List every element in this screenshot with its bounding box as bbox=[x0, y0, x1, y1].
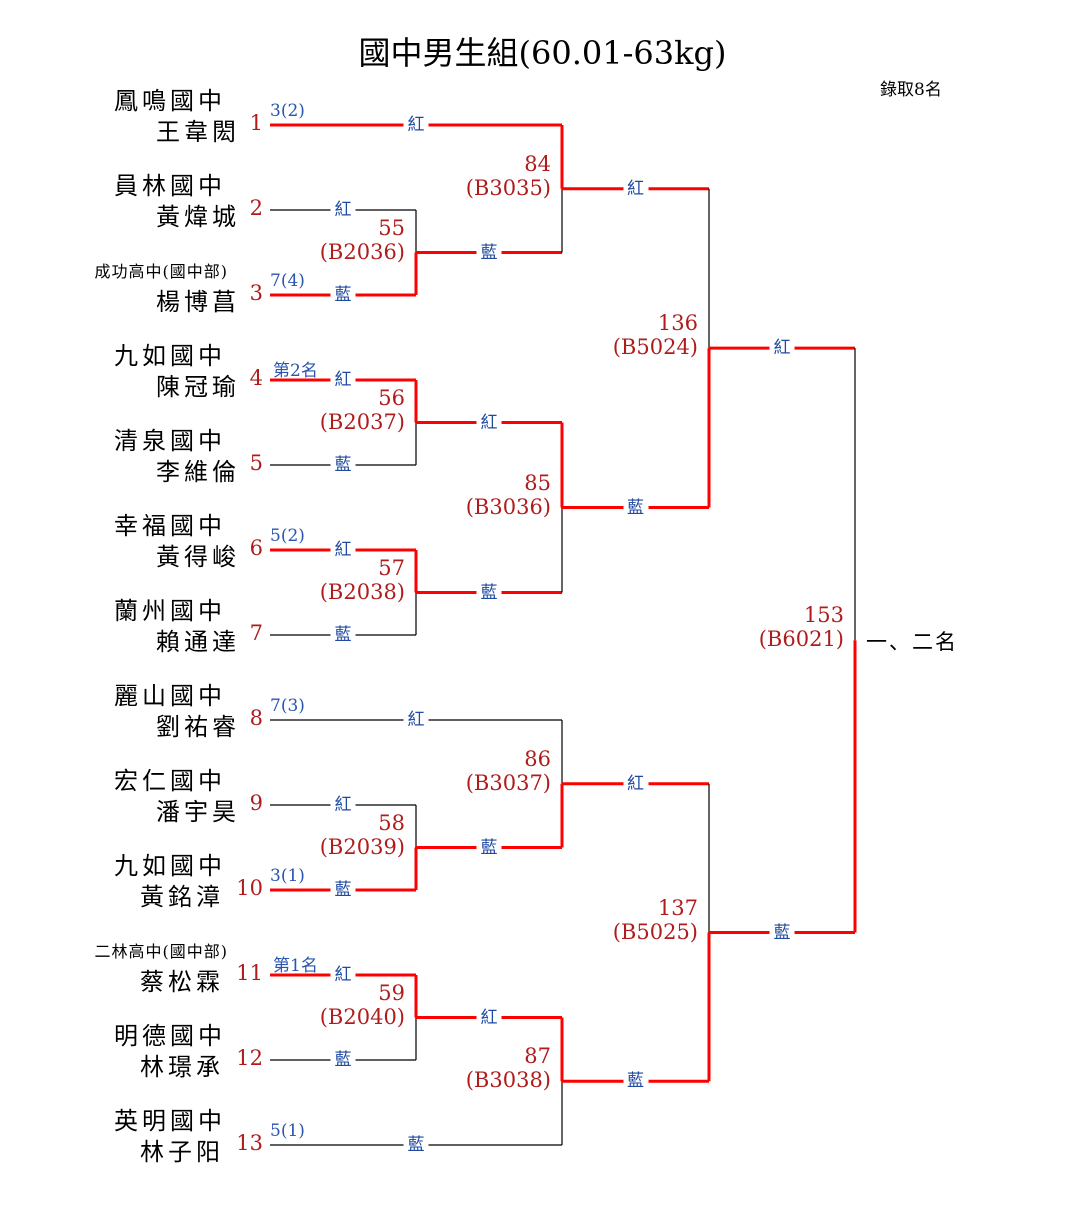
player-number: 2 bbox=[249, 196, 263, 220]
match-code: (B2038) bbox=[319, 579, 405, 604]
player-number: 7 bbox=[249, 621, 263, 645]
red-corner-label: 紅 bbox=[623, 179, 648, 198]
blue-corner-label: 藍 bbox=[330, 881, 356, 899]
blue-corner-label: 藍 bbox=[330, 456, 356, 474]
match-number: 85 bbox=[524, 470, 551, 495]
blue-corner-label: 藍 bbox=[330, 626, 356, 644]
match-number: 153 bbox=[803, 603, 844, 628]
player-name: 王韋閎 bbox=[156, 118, 240, 146]
player-number: 1 bbox=[249, 111, 263, 135]
match-code: (B3035) bbox=[465, 175, 551, 200]
player-school: 明德國中 bbox=[114, 1022, 226, 1050]
red-corner-label: 紅 bbox=[769, 339, 795, 358]
player-name: 楊博菖 bbox=[156, 288, 240, 316]
match-code: (B3037) bbox=[465, 770, 551, 795]
player-name: 陳冠瑜 bbox=[156, 373, 240, 401]
match-number: 55 bbox=[378, 215, 405, 240]
player-school: 員林國中 bbox=[114, 172, 226, 200]
seed-label: 3(2) bbox=[270, 101, 305, 121]
player-number: 3 bbox=[249, 281, 263, 305]
match-code: (B5025) bbox=[612, 919, 698, 944]
match-number: 59 bbox=[378, 980, 405, 1005]
player-number: 4 bbox=[249, 366, 263, 390]
blue-corner-label: 藍 bbox=[623, 1072, 648, 1091]
red-corner-label: 紅 bbox=[623, 774, 648, 793]
blue-corner-label: 藍 bbox=[476, 838, 502, 857]
player-name: 劉祐睿 bbox=[156, 713, 240, 741]
player-number: 9 bbox=[249, 791, 263, 815]
seed-label: 5(1) bbox=[270, 1121, 305, 1141]
seed-label: 7(3) bbox=[270, 696, 305, 716]
player-school: 鳳鳴國中 bbox=[114, 87, 226, 115]
player-school: 清泉國中 bbox=[114, 427, 226, 455]
blue-corner-label: 藍 bbox=[769, 923, 795, 942]
final-placement-label: 一、二名 bbox=[866, 630, 958, 654]
match-number: 58 bbox=[378, 810, 405, 835]
match-code: (B3036) bbox=[465, 494, 551, 519]
blue-corner-label: 藍 bbox=[330, 1051, 356, 1069]
player-name: 黃銘漳 bbox=[140, 883, 224, 911]
placement-badge: 第1名 bbox=[273, 956, 318, 976]
red-corner-label: 紅 bbox=[476, 1008, 502, 1027]
match-code: (B5024) bbox=[612, 335, 698, 360]
page-title: 國中男生組(60.01-63kg) bbox=[358, 34, 727, 72]
blue-corner-label: 藍 bbox=[623, 498, 648, 517]
player-number: 10 bbox=[236, 876, 263, 900]
match-code: (B2037) bbox=[319, 409, 405, 434]
red-corner-label: 紅 bbox=[330, 966, 356, 984]
match-number: 137 bbox=[657, 895, 698, 920]
player-school: 九如國中 bbox=[114, 342, 226, 370]
player-number: 13 bbox=[236, 1131, 263, 1155]
blue-corner-label: 藍 bbox=[403, 1136, 429, 1154]
player-school: 九如國中 bbox=[114, 852, 226, 880]
red-corner-label: 紅 bbox=[330, 541, 356, 559]
player-name: 蔡松霖 bbox=[140, 968, 224, 996]
blue-corner-label: 藍 bbox=[330, 286, 356, 304]
red-corner-label: 紅 bbox=[403, 711, 429, 729]
red-corner-label: 紅 bbox=[330, 796, 356, 814]
match-number: 87 bbox=[524, 1044, 551, 1069]
match-number: 57 bbox=[378, 555, 405, 580]
player-name: 李維倫 bbox=[156, 458, 240, 486]
player-school: 麗山國中 bbox=[114, 682, 226, 710]
player-name: 林子阳 bbox=[140, 1138, 224, 1166]
blue-corner-label: 藍 bbox=[476, 243, 502, 262]
quota-label: 錄取8名 bbox=[880, 80, 942, 100]
seed-label: 5(2) bbox=[270, 526, 305, 546]
player-name: 黃煒城 bbox=[156, 203, 240, 231]
player-school: 二林高中(國中部) bbox=[94, 942, 228, 961]
player-school: 蘭州國中 bbox=[114, 597, 226, 625]
player-number: 11 bbox=[236, 961, 263, 985]
player-school: 幸福國中 bbox=[114, 512, 226, 540]
match-code: (B2039) bbox=[319, 834, 405, 859]
blue-corner-label: 藍 bbox=[476, 583, 502, 602]
red-corner-label: 紅 bbox=[403, 116, 429, 134]
seed-label: 3(1) bbox=[270, 866, 305, 886]
match-number: 84 bbox=[524, 151, 551, 176]
red-corner-label: 紅 bbox=[476, 413, 502, 432]
match-number: 136 bbox=[657, 311, 698, 336]
player-name: 黃得峻 bbox=[156, 543, 240, 571]
red-corner-label: 紅 bbox=[330, 371, 356, 389]
red-corner-label: 紅 bbox=[330, 201, 356, 219]
match-code: (B2040) bbox=[319, 1004, 405, 1029]
seed-label: 7(4) bbox=[270, 271, 305, 291]
player-school: 英明國中 bbox=[114, 1107, 226, 1135]
match-code: (B2036) bbox=[319, 239, 405, 264]
player-school: 宏仁國中 bbox=[114, 767, 226, 795]
player-number: 5 bbox=[249, 451, 263, 475]
placement-badge: 第2名 bbox=[273, 361, 318, 381]
player-name: 林璟承 bbox=[140, 1053, 224, 1081]
player-name: 賴通達 bbox=[156, 628, 240, 656]
player-school: 成功高中(國中部) bbox=[94, 262, 228, 281]
match-code: (B3038) bbox=[465, 1068, 551, 1093]
player-number: 8 bbox=[249, 706, 263, 730]
match-code: (B6021) bbox=[758, 627, 844, 652]
player-number: 6 bbox=[249, 536, 263, 560]
match-number: 56 bbox=[378, 385, 405, 410]
player-name: 潘宇昊 bbox=[156, 798, 240, 826]
player-number: 12 bbox=[236, 1046, 263, 1070]
match-number: 86 bbox=[524, 746, 551, 771]
